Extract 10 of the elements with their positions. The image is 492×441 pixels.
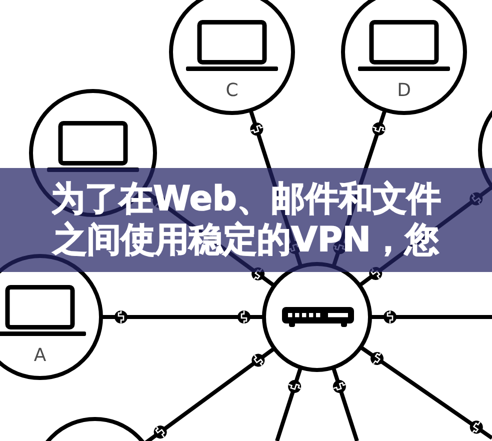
title-banner: 为了在Web、邮件和文件之间使用稳定的VPN，您: [0, 168, 492, 272]
node-letter: C: [226, 80, 238, 101]
node-letter: D: [397, 80, 411, 101]
connector-line: [144, 347, 275, 441]
connector-line: [332, 368, 359, 441]
connector-line: [275, 368, 302, 441]
connector-line: [360, 346, 492, 440]
node-letter: A: [34, 345, 46, 366]
connector-line: [102, 310, 263, 324]
connector-line: [371, 310, 492, 324]
